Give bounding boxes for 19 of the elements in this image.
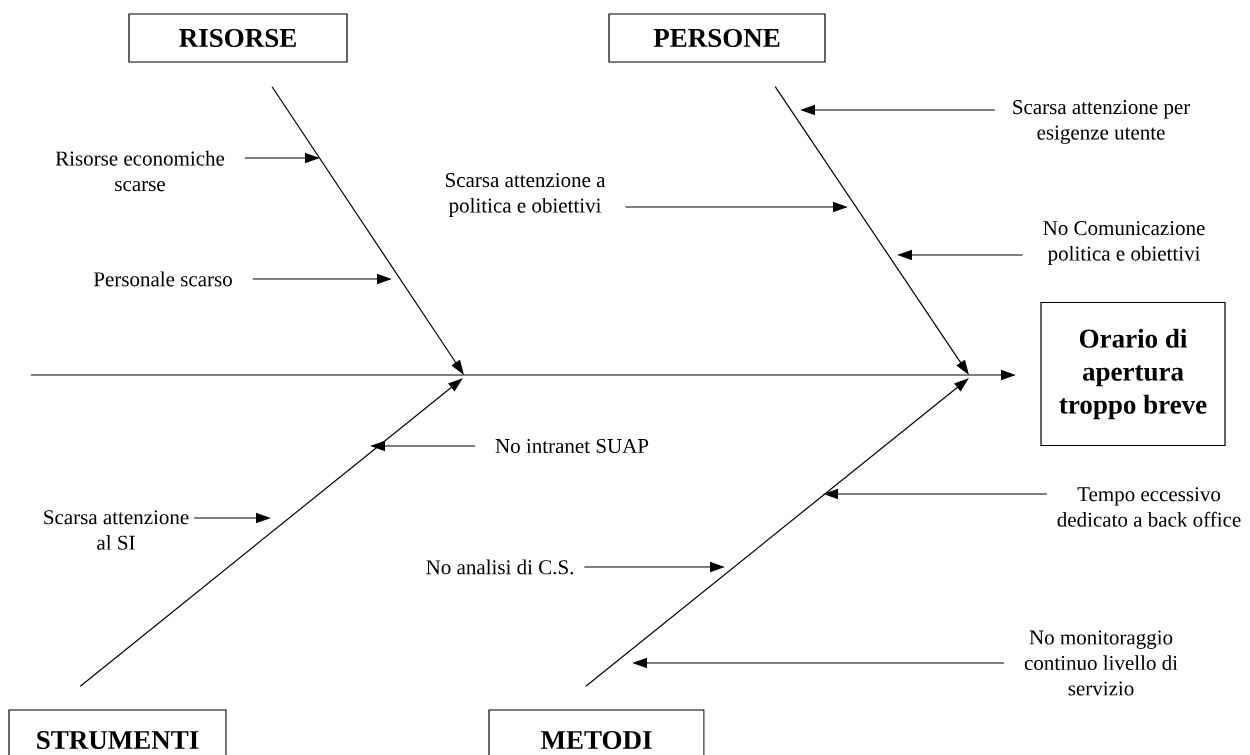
cause-text: No intranet SUAP xyxy=(495,438,649,454)
arrow xyxy=(774,86,969,375)
category-box: PERSONE xyxy=(608,13,826,63)
cause-text: Personale scarso xyxy=(93,271,232,287)
cause-text: Scarsa attenzione per esigenze utente xyxy=(1013,100,1191,144)
arrow xyxy=(585,378,969,687)
category-box: RISORSE xyxy=(128,13,348,63)
effect-box: Orario di apertura troppo breve xyxy=(1040,301,1226,447)
arrow xyxy=(79,378,463,687)
cause-text: No analisi di C.S. xyxy=(426,559,573,575)
cause-text: Tempo eccessivo dedicato a back office xyxy=(1057,487,1241,527)
cause-text: Risorse economiche scarse xyxy=(55,150,225,192)
cause-text: No monitoraggio continuo livello di servizio xyxy=(1024,630,1178,696)
category-box: METODI xyxy=(488,709,705,755)
cause-text: Scarsa attenzione a politica e obiettivi xyxy=(445,173,606,217)
arrow xyxy=(271,86,464,375)
cause-text: Scarsa attenzione al SI xyxy=(44,510,189,550)
category-box: STRUMENTI xyxy=(8,709,227,755)
cause-text: No Comunicazione politica e obiettivi xyxy=(1043,221,1205,265)
